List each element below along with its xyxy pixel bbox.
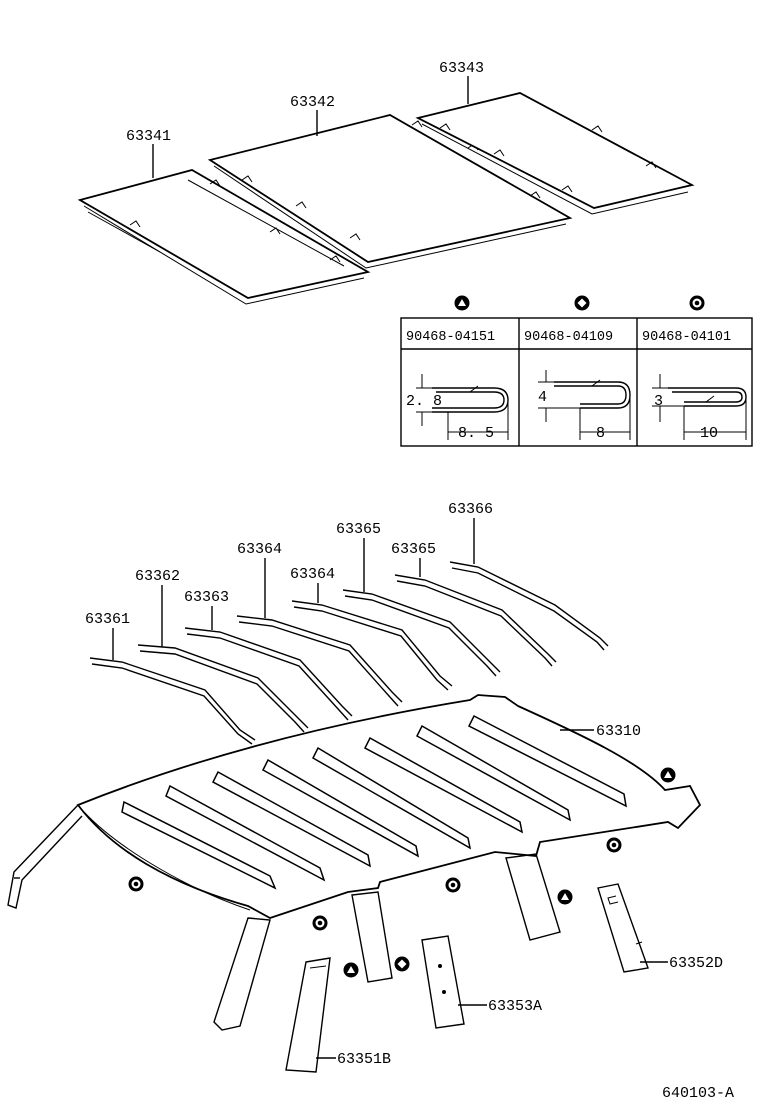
clip-width: 8. 5	[458, 425, 494, 442]
rod-label-1: 63361	[85, 611, 130, 660]
roof-panel-label-63341: 63341	[126, 128, 171, 178]
circle-clip-icon	[606, 837, 622, 853]
circle-clip-icon	[312, 915, 328, 931]
roof-bow	[449, 561, 609, 651]
clip-part-number: 90468-04151	[406, 330, 495, 345]
pillar-trim-63352D	[597, 883, 649, 973]
part-number: 63351B	[337, 1051, 391, 1068]
rod-label-3: 63363	[184, 589, 229, 630]
pillar-trim-63353A	[421, 935, 465, 1029]
diamond-clip-icon	[394, 956, 410, 972]
pillar-label-63351B: 63351B	[316, 1051, 391, 1068]
clip-drawing-2: 4 8	[538, 370, 631, 442]
pillar-label-63353A: 63353A	[458, 998, 542, 1015]
part-number: 63343	[439, 60, 484, 77]
part-number: 63310	[596, 723, 641, 740]
part-number: 63365	[336, 521, 381, 538]
figure-code: 640103-A	[662, 1085, 734, 1102]
rod-label-5: 63364	[290, 566, 335, 603]
circle-clip-icon	[445, 877, 461, 893]
part-number: 63364	[290, 566, 335, 583]
roof-bow	[342, 589, 501, 677]
part-number: 63364	[237, 541, 282, 558]
rod-label-4: 63364	[237, 541, 282, 618]
circle-clip-icon	[128, 876, 144, 892]
part-number: 63366	[448, 501, 493, 518]
triangle-clip-icon	[557, 889, 573, 905]
headliner-bars	[121, 714, 627, 890]
rod-label-6: 63365	[336, 521, 381, 592]
roof-bow	[236, 615, 403, 707]
roof-panel-63343	[415, 92, 695, 215]
part-number: 63363	[184, 589, 229, 606]
clip-width: 10	[700, 425, 718, 442]
roof-bow	[291, 600, 453, 691]
part-number: 63365	[391, 541, 436, 558]
triangle-symbol-icon	[454, 295, 470, 311]
clip-height: 2. 8	[406, 393, 442, 410]
rod-label-7: 63365	[391, 541, 436, 577]
headliner-label: 63310	[560, 723, 641, 740]
circle-symbol-icon	[689, 295, 705, 311]
rod-label-2: 63362	[135, 568, 180, 647]
pillar-center-right	[505, 853, 561, 941]
part-number: 63341	[126, 128, 171, 145]
clip-part-number: 90468-04101	[642, 330, 731, 345]
part-number: 63361	[85, 611, 130, 628]
clip-table: 90468-04151 90468-04109 90468-04101 2. 8…	[400, 295, 753, 447]
pillar-center-left	[351, 891, 393, 983]
clip-drawing-1: 2. 8 8. 5	[406, 374, 509, 442]
roof-panel-label-63343: 63343	[439, 60, 484, 104]
pillar-trim-63351B	[285, 957, 331, 1073]
pillar-left	[213, 917, 271, 1031]
clip-part-number: 90468-04109	[524, 330, 613, 345]
part-number: 63353A	[488, 998, 542, 1015]
part-number: 63352D	[669, 955, 723, 972]
roof-bow	[89, 657, 256, 745]
pillar-label-63352D: 63352D	[640, 955, 723, 972]
part-number: 63342	[290, 94, 335, 111]
roof-bows	[89, 561, 609, 745]
roof-bow	[184, 627, 353, 721]
diamond-symbol-icon	[574, 295, 590, 311]
clip-drawing-3: 3 10	[652, 374, 747, 442]
clip-height: 4	[538, 389, 547, 406]
roof-bow	[394, 574, 557, 667]
roof-bow	[137, 644, 309, 733]
roof-panel-label-63342: 63342	[290, 94, 335, 136]
part-number: 63362	[135, 568, 180, 585]
triangle-clip-icon	[660, 767, 676, 783]
clip-height: 3	[654, 393, 663, 410]
rod-label-8: 63366	[448, 501, 493, 564]
triangle-clip-icon	[343, 962, 359, 978]
roof-panel-63342	[207, 114, 573, 269]
clip-width: 8	[596, 425, 605, 442]
roof-panel-63341	[77, 169, 371, 305]
